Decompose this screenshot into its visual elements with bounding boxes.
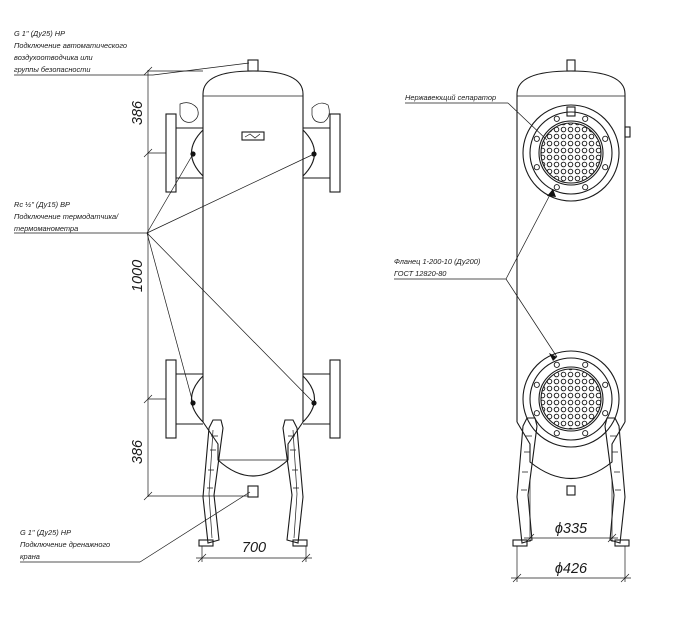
svg-text:Фланец 1-200-10 (Ду200): Фланец 1-200-10 (Ду200) [394,257,481,266]
flange-bolt-hole [582,115,589,122]
dim-outer-diameter: ϕ426 [555,561,588,577]
flange-bolt-hole [553,430,560,437]
front-vertical-dimensions [143,66,248,501]
front-nozzle-lower-right [302,359,341,439]
front-leg-left [198,419,224,547]
note-flange: Фланец 1-200-10 (Ду200) ГОСТ 12820-80 [394,188,558,361]
svg-text:G 1" (Ду25) НР: G 1" (Ду25) НР [14,29,65,38]
nameplate [241,131,265,141]
dim-inner-diameter: ϕ335 [555,521,588,537]
flange-bolt-hole [602,164,609,171]
flange-bolt-hole [602,381,609,388]
svg-text:ГОСТ 12820-80: ГОСТ 12820-80 [394,269,447,278]
svg-text:Подключение термодатчика/: Подключение термодатчика/ [14,212,119,221]
side-leg-right [604,417,630,547]
dim-center-distance: 1000 [130,260,146,292]
side-flange-upper [522,104,620,202]
note-air-vent: G 1" (Ду25) НР Подключение автоматическо… [14,29,250,76]
front-leg-right [282,419,308,547]
svg-text:воздухоотводчика или: воздухоотводчика или [14,53,93,62]
note-thermo: Rc ½" (Ду15) ВР Подключение термодатчика… [14,153,315,404]
flange-bolt-hole [533,381,540,388]
drain-fitting [247,485,259,498]
separator-mesh-upper [541,123,601,183]
svg-text:Нержавеющий сепаратор: Нержавеющий сепаратор [405,93,496,102]
svg-text:крана: крана [20,552,40,561]
flange-bolt-hole [582,361,589,368]
flange-bolt-hole [582,184,589,191]
dim-bottom-offset: 386 [130,439,146,464]
flange-bolt-hole [533,164,540,171]
flange-bolt-hole [602,410,609,417]
flange-bolt-hole [533,135,540,142]
svg-text:группы безопасности: группы безопасности [14,65,91,74]
note-separator: Нержавеющий сепаратор [405,93,548,141]
front-nozzle-upper-left [165,102,204,193]
svg-text:Rc ½" (Ду15) ВР: Rc ½" (Ду15) ВР [14,200,70,209]
dim-top-offset: 386 [130,100,146,125]
side-leg-left [512,417,538,547]
svg-text:Подключение автоматического: Подключение автоматического [14,41,127,50]
flange-bolt-hole [553,184,560,191]
side-flange-lower [522,350,620,448]
side-bottom-dish [516,421,626,480]
flange-bolt-hole [602,135,609,142]
air-vent-fitting [247,59,259,72]
front-view: 386 1000 386 700 [130,59,341,563]
note-drain: G 1" (Ду25) НР Подключение дренажного кр… [20,491,251,563]
flange-bolt-hole [553,361,560,368]
flange-bolt-hole [582,430,589,437]
dim-width: 700 [242,540,266,556]
flange-bolt-hole [533,410,540,417]
front-vessel-body [202,70,304,422]
separator-mesh-lower [541,369,601,429]
svg-text:термоманометра: термоманометра [14,224,78,233]
flange-bolt-hole [553,115,560,122]
svg-text:G 1" (Ду25) НР: G 1" (Ду25) НР [20,528,71,537]
side-view: ϕ335 ϕ426 [511,59,631,583]
front-nozzle-upper-right [302,102,341,193]
svg-text:Подключение дренажного: Подключение дренажного [20,540,110,549]
side-diameter-dimensions [511,480,631,583]
front-width-dimension [196,546,312,563]
